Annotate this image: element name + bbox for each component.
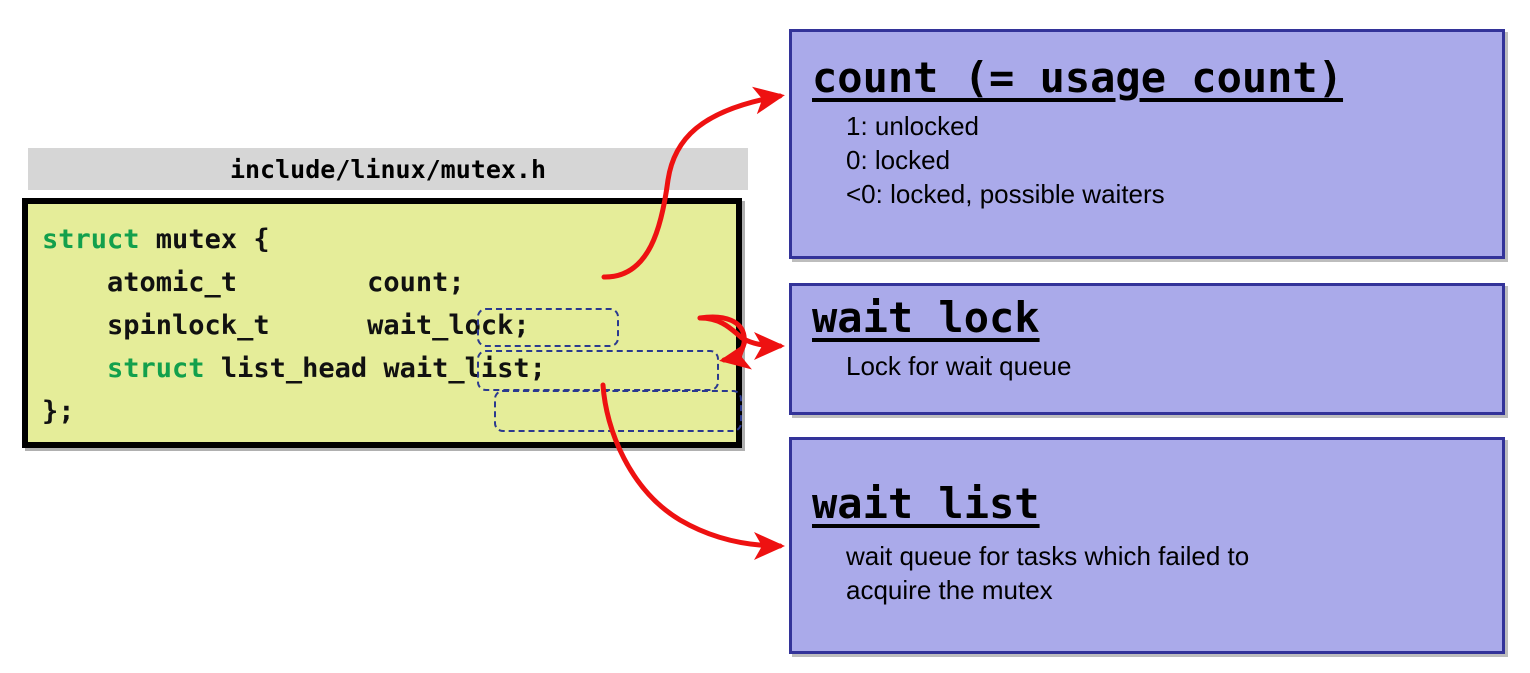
field-highlight-wait-lock bbox=[477, 350, 719, 391]
info-box-wait-list-title: wait_list bbox=[812, 479, 1040, 528]
info-line: wait queue for tasks which failed to bbox=[846, 541, 1250, 572]
code-keyword: struct bbox=[107, 353, 205, 384]
code-keyword: struct bbox=[42, 224, 140, 255]
code-listing-text: struct mutex { atomic_t count; spinlock_… bbox=[42, 218, 546, 433]
info-box-wait-list-body: wait queue for tasks which failed to acq… bbox=[846, 539, 1502, 607]
info-line: 0: locked bbox=[846, 145, 951, 176]
info-box-count-body: 1: unlocked 0: locked <0: locked, possib… bbox=[846, 109, 1502, 211]
info-line: acquire the mutex bbox=[846, 575, 1053, 606]
source-file-header: include/linux/mutex.h bbox=[28, 148, 748, 190]
code-text-run: spinlock_t wait_lock; bbox=[42, 310, 530, 341]
code-listing-box: struct mutex { atomic_t count; spinlock_… bbox=[22, 198, 742, 448]
code-text-run: mutex { bbox=[139, 224, 270, 255]
info-line: <0: locked, possible waiters bbox=[846, 179, 1165, 210]
code-text-run: list_head wait_list; bbox=[204, 353, 546, 384]
info-line: 1: unlocked bbox=[846, 111, 979, 142]
info-box-wait-lock-body: Lock for wait queue bbox=[846, 349, 1502, 383]
code-text-run bbox=[42, 353, 107, 384]
info-box-count-title: count (= usage count) bbox=[812, 53, 1344, 102]
info-box-wait-list: wait_list wait queue for tasks which fai… bbox=[789, 437, 1505, 654]
code-text-run: }; bbox=[42, 396, 75, 427]
info-box-count: count (= usage count) 1: unlocked 0: loc… bbox=[789, 29, 1505, 259]
source-file-path: include/linux/mutex.h bbox=[229, 154, 547, 184]
field-highlight-count bbox=[477, 308, 619, 347]
info-box-wait-lock: wait_lock Lock for wait queue bbox=[789, 283, 1505, 415]
info-line: Lock for wait queue bbox=[846, 351, 1072, 382]
field-highlight-wait-list bbox=[494, 390, 742, 432]
info-box-wait-lock-title: wait_lock bbox=[812, 293, 1040, 342]
source-code-panel: include/linux/mutex.h struct mutex { ato… bbox=[22, 148, 748, 460]
code-text-run: atomic_t count; bbox=[42, 267, 465, 298]
